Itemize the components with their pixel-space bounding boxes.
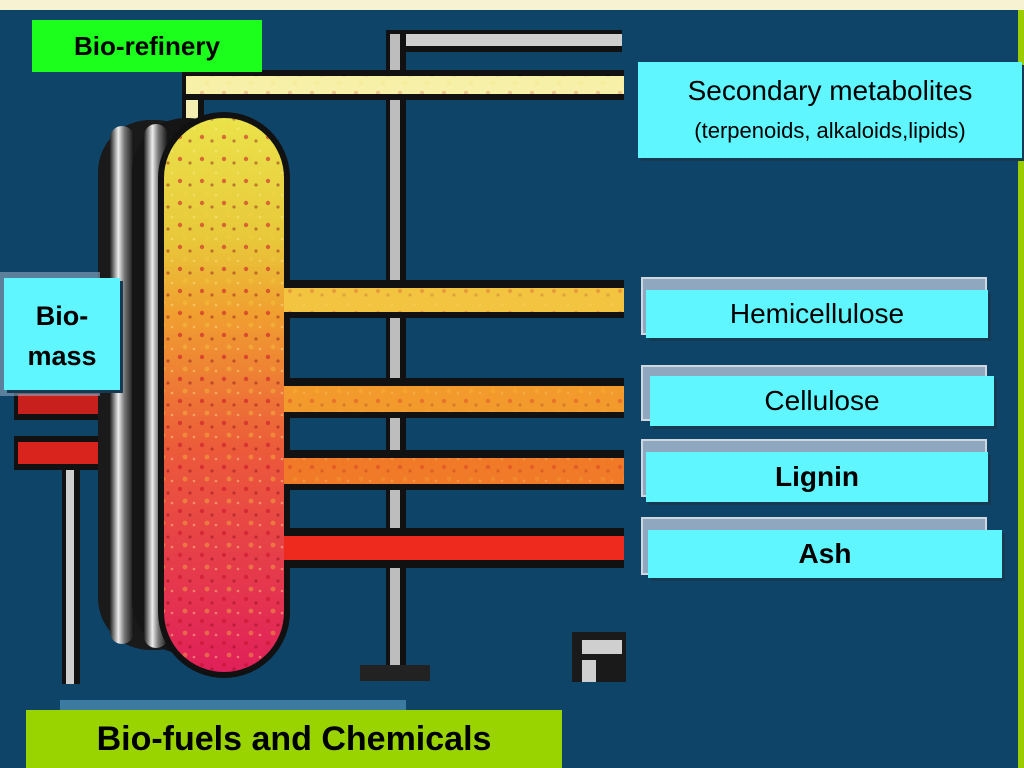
top-outlet-pipe — [182, 70, 624, 136]
back-pipework — [360, 30, 626, 682]
biomass-label: Bio- mass — [4, 278, 120, 390]
footer-label: Bio-fuels and Chemicals — [26, 710, 562, 768]
title-label: Bio-refinery — [32, 20, 262, 72]
secondary-metabolites-text: Secondary metabolites — [687, 75, 973, 106]
outlet-pipes — [284, 280, 624, 568]
lignin-label: Lignin — [646, 452, 988, 502]
distillation-column — [158, 112, 290, 678]
ash-label: Ash — [648, 530, 1002, 578]
hemicellulose-label: Hemicellulose — [646, 290, 988, 338]
cellulose-label: Cellulose — [650, 376, 994, 426]
biomass-line1: Bio- — [35, 301, 89, 331]
secondary-metabolites-detail: (terpenoids, alkaloids,lipids) — [694, 118, 966, 143]
secondary-metabolites-label: Secondary metabolites (terpenoids, alkal… — [638, 62, 1022, 158]
biomass-line2: mass — [27, 341, 97, 371]
slide-right-edge — [1018, 10, 1024, 768]
